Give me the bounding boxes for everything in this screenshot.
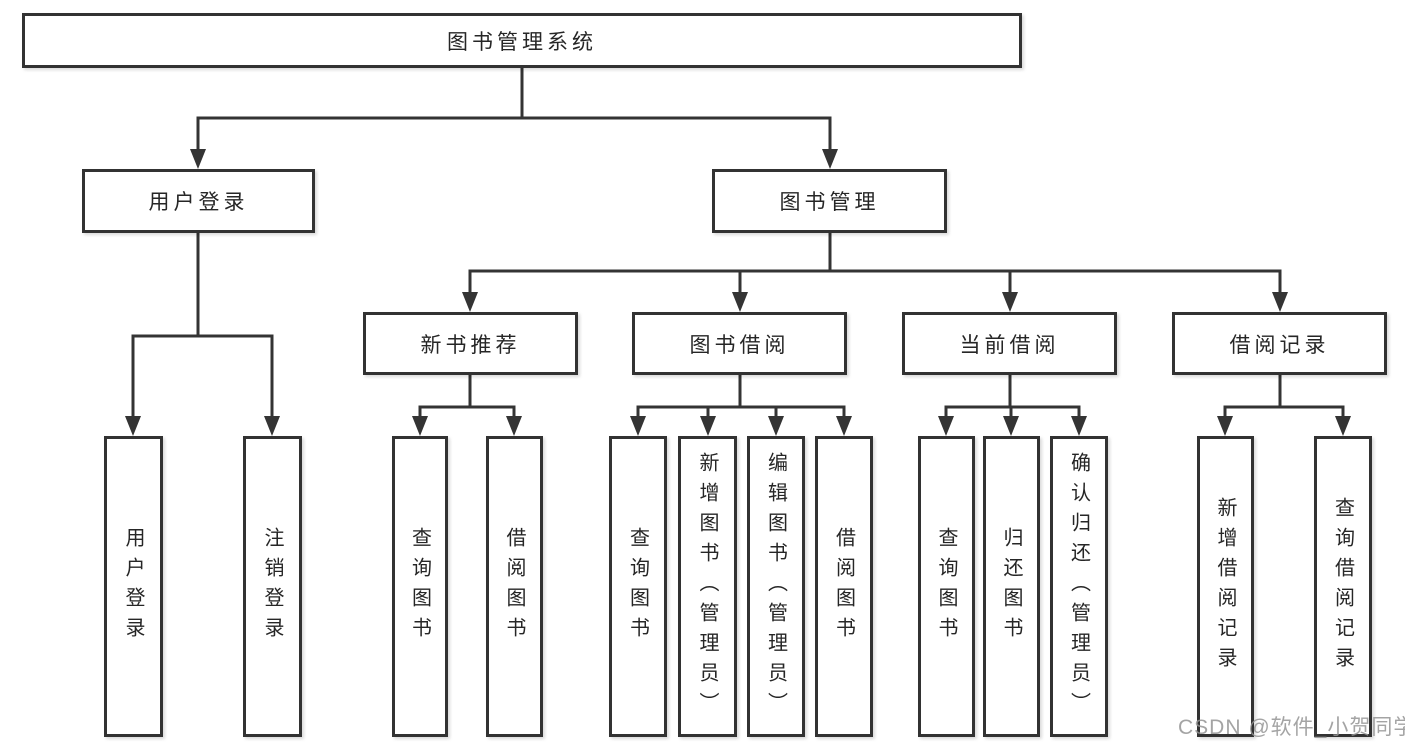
leaf-add-borrow-record: 新增借阅记录 [1197, 436, 1254, 737]
leaf-edit-books-admin: 编辑图书（管理员） [747, 436, 805, 737]
node-new-book-recommendation: 新书推荐 [363, 312, 578, 375]
node-library-management-system: 图书管理系统 [22, 13, 1022, 68]
node-book-management: 图书管理 [712, 169, 947, 233]
leaf-label: 归还图书 [1000, 526, 1022, 647]
leaf-label: 查询图书 [408, 526, 431, 647]
leaf-return-books: 归还图书 [983, 436, 1040, 737]
leaf-label: 编辑图书（管理员） [764, 451, 787, 722]
leaf-logout: 注销登录 [243, 436, 302, 737]
leaf-label: 新增借阅记录 [1214, 496, 1236, 677]
leaf-label: 用户登录 [122, 526, 144, 647]
leaf-query-books-2: 查询图书 [609, 436, 667, 737]
leaf-query-borrow-record: 查询借阅记录 [1314, 436, 1372, 737]
leaf-borrow-books-1: 借阅图书 [486, 436, 543, 737]
node-book-borrowing: 图书借阅 [632, 312, 847, 375]
node-user-login: 用户登录 [82, 169, 315, 233]
leaf-label: 新增图书（管理员） [696, 451, 718, 722]
node-borrowing-records: 借阅记录 [1172, 312, 1387, 375]
leaf-label: 查询图书 [935, 526, 957, 647]
leaf-borrow-books-2: 借阅图书 [815, 436, 873, 737]
node-current-borrowing: 当前借阅 [902, 312, 1117, 375]
leaf-confirm-return-admin: 确认归还（管理员） [1050, 436, 1108, 737]
leaf-query-books-1: 查询图书 [392, 436, 448, 737]
leaf-add-books-admin: 新增图书（管理员） [678, 436, 737, 737]
leaf-label: 确认归还（管理员） [1067, 451, 1090, 722]
leaf-user-login: 用户登录 [104, 436, 163, 737]
leaf-label: 注销登录 [261, 526, 283, 647]
leaf-label: 借阅图书 [503, 526, 525, 647]
leaf-label: 借阅图书 [832, 526, 855, 647]
leaf-label: 查询借阅记录 [1331, 496, 1354, 677]
leaf-query-books-3: 查询图书 [918, 436, 975, 737]
leaf-label: 查询图书 [626, 526, 649, 647]
watermark: CSDN @软件_小贺同学 [1178, 716, 1405, 739]
